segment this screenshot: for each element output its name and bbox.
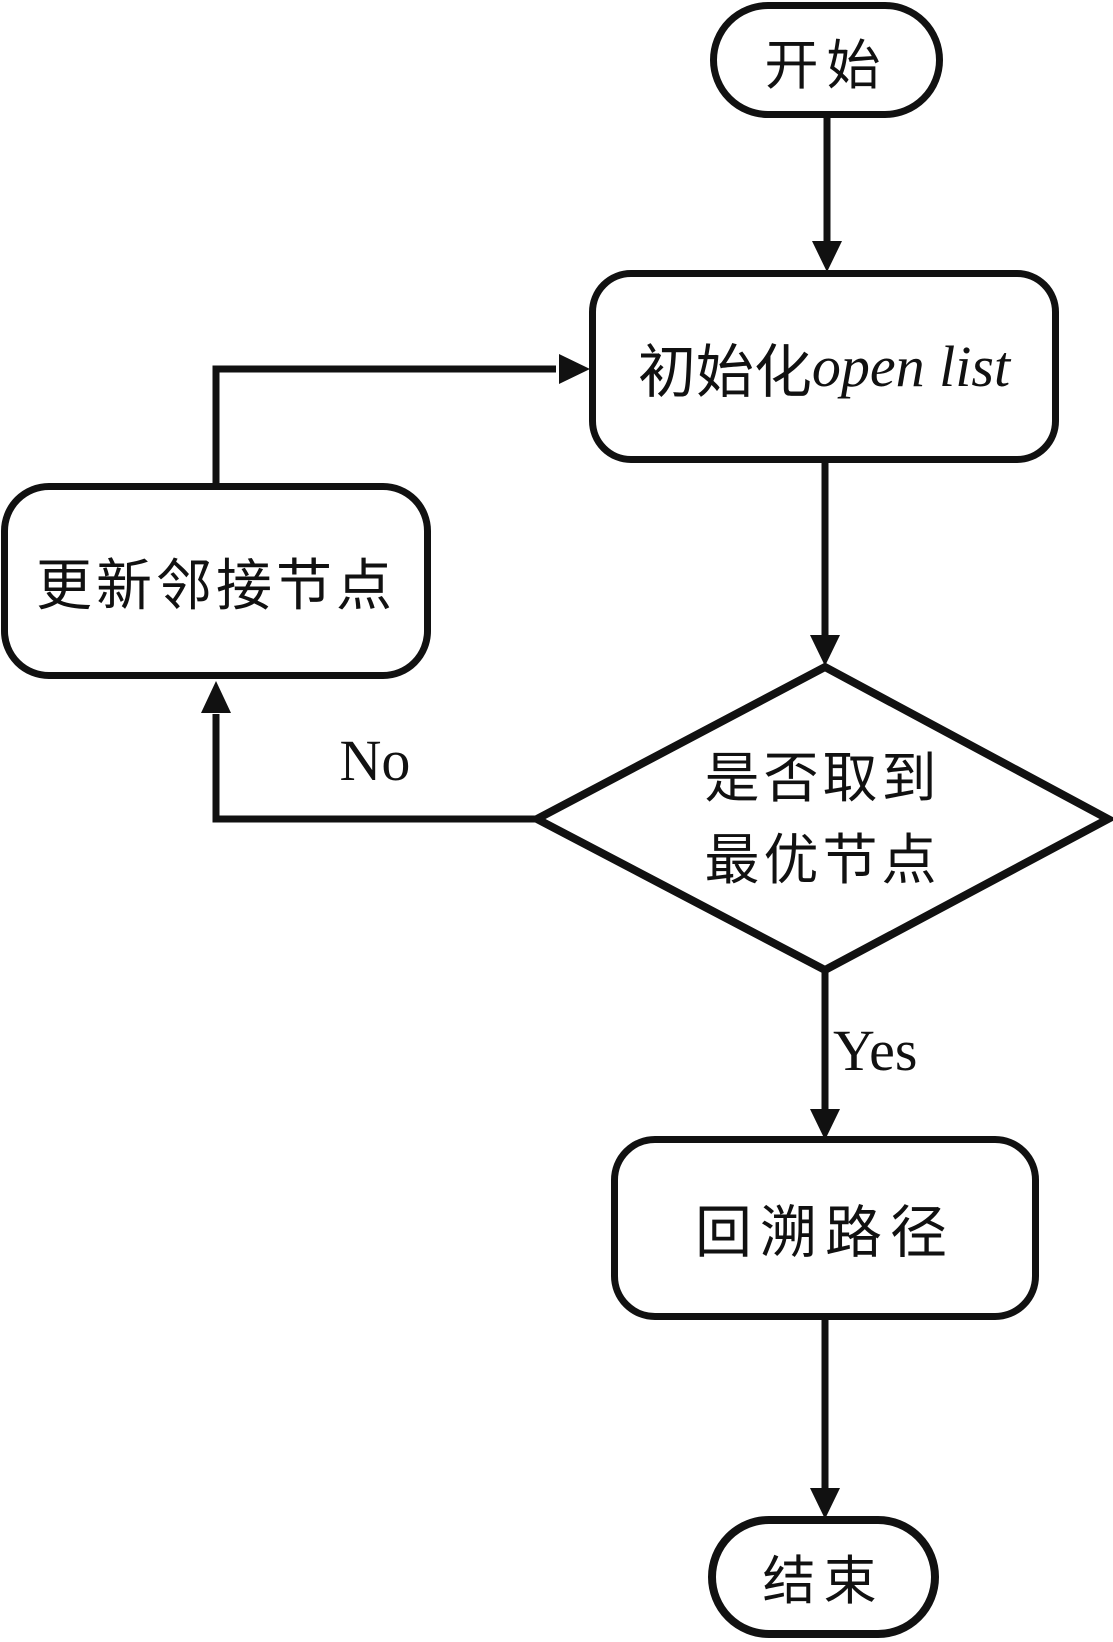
node-end-label: 结束 [762, 1551, 885, 1612]
node-start-label: 开始 [764, 33, 889, 97]
edge-decision-no-to-update [212, 714, 540, 823]
arrowhead-decision-yes-to-backtrack [810, 1109, 840, 1140]
decision-diamond-shape [528, 662, 1113, 975]
node-decision: 是否取到 最优节点 [537, 667, 1108, 970]
arrowhead-start-to-init [812, 241, 842, 272]
edge-update-to-init [212, 365, 556, 487]
arrowhead-init-to-decision [810, 635, 840, 666]
arrowhead-update-to-init [559, 354, 590, 384]
decision-label-line-2: 最优节点 [704, 827, 941, 892]
node-start: 开始 [710, 2, 943, 118]
node-backtrack-path: 回溯路径 [611, 1136, 1039, 1320]
decision-label-line-1: 是否取到 [704, 745, 941, 810]
arrowhead-backtrack-to-end [810, 1488, 840, 1519]
node-update-label: 更新邻接节点 [36, 553, 396, 619]
arrowhead-decision-no-to-update [201, 681, 231, 713]
node-backtrack-label: 回溯路径 [695, 1200, 955, 1266]
edge-label-yes: Yes [833, 1018, 918, 1083]
edge-label-no: No [339, 728, 411, 793]
node-init-label-open-list: open list [811, 334, 1011, 399]
node-init-label-cjk: 初始化 [637, 337, 812, 406]
node-end: 结束 [708, 1516, 939, 1638]
node-update-neighbors: 更新邻接节点 [1, 483, 431, 679]
